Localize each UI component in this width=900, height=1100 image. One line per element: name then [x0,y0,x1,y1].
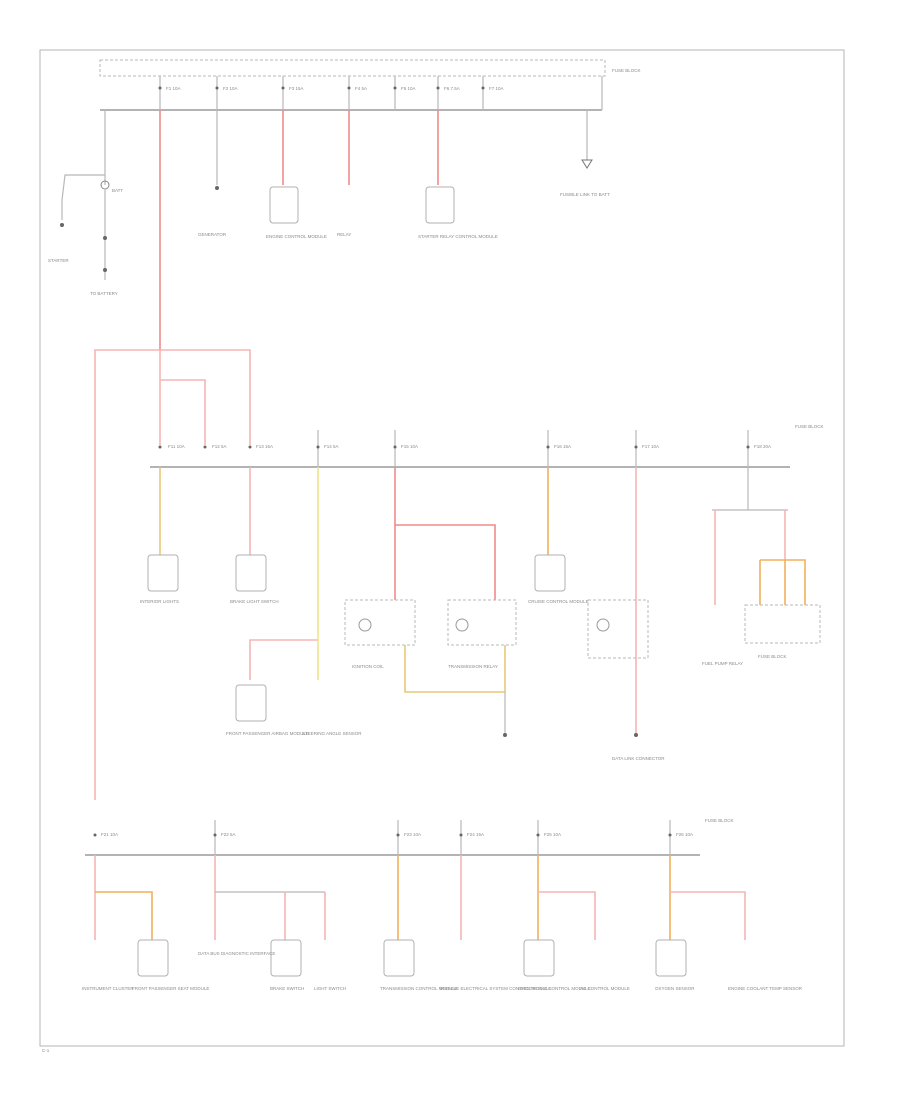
ecm-bottom-label: ELECTRONIC CONTROL MODULE [518,986,591,991]
generator-label: GENERATOR [198,232,227,237]
fuse-f18: F18 20A [746,430,771,467]
fuse-label: F18 20A [754,444,771,449]
fuse-f12: F12 5A [203,444,227,449]
fuse-label: F13 15A [256,444,273,449]
middle-fuse-block: FUSE BLOCK F11 10A F12 5A F13 15A F14 5A… [150,424,824,468]
cruise-control-label: CRUISE CONTROL MODULE [528,599,589,604]
relay-label: RELAY [337,232,351,237]
fuse-label: F11 10A [168,444,185,449]
brake-switch-label: BRAKE SWITCH [270,986,304,991]
data-bus-label: DATA BUS DIAGNOSTIC INTERFACE [198,951,275,956]
fuse-label: F15 10A [401,444,418,449]
fuse-block-label: FUSE BLOCK [795,424,824,429]
fuse-label: F25 10A [544,832,561,837]
fuse-label: F14 5A [324,444,339,449]
fuse-label: F16 15A [554,444,571,449]
fuse-f15: F15 10A [393,430,418,467]
fuel-pump-relay-label: FUEL PUMP RELAY [702,661,743,666]
fuse-block-label: FUSE BLOCK [705,818,734,823]
fuse-label: F12 5A [212,444,227,449]
oxygen-sensor-label: OXYGEN SENSOR [655,986,695,991]
fuse-label: F22 5A [221,832,236,837]
top-fuse-block: FUSE BLOCK F1 10A F2 10A F3 15A F4 5A F5… [99,59,641,111]
middle-loads: INTERIOR LIGHTS BRAKE LIGHT SWITCH FRONT… [140,467,821,761]
fuse-label: F17 10A [642,444,659,449]
fuse-f1: F1 10A [158,76,181,110]
fuse-label: F3 15A [289,86,304,91]
fuse-f2: F2 10A [215,76,238,110]
fuse-f16: F16 15A [546,430,571,467]
coolant-sensor-label: ENGINE COOLANT TEMP SENSOR [728,986,803,991]
fuse-label: F26 10A [676,832,693,837]
interior-lights-label: INTERIOR LIGHTS [140,599,179,604]
fuse-label: F23 10A [404,832,421,837]
ecm-label: ENGINE CONTROL MODULE [266,234,327,239]
fuse-f11: F11 10A [158,444,185,449]
fuse-f21: F21 10A [93,832,118,837]
fuse-label: F6 7.5A [444,86,460,91]
fuse-label: F5 10A [401,86,416,91]
fuse-f6: F6 7.5A [436,76,460,110]
fuse-f26: F26 10A [668,820,693,855]
starter-relay-label: STARTER RELAY CONTROL MODULE [418,234,498,239]
fuse-f3: F3 15A [281,76,304,110]
top-loads: GENERATOR ENGINE CONTROL MODULE RELAY ST… [159,110,610,350]
fuse-f23: F23 10A [396,820,421,855]
diagram-border [39,49,845,1047]
light-switch-label: LIGHT SWITCH [314,986,346,991]
bottom-loads: INSTRUMENT CLUSTER FRONT PASSENGER SEAT … [82,855,803,991]
fuse-f5: F5 10A [393,76,416,110]
middle-feeds [94,349,251,800]
fuse-f25: F25 10A [536,820,561,855]
battery-label: BATT [112,188,123,193]
to-battery-label: TO BATTERY [90,291,118,296]
transmission-relay-label: TRANSMISSION RELAY [448,664,498,669]
fuse-f13: F13 15A [248,444,273,449]
battery-circuit: BATT STARTER TO BATTERY [48,110,123,296]
fuse-label: F1 10A [166,86,181,91]
fuse-label: F4 5A [355,86,367,91]
data-link-label: DATA LINK CONNECTOR [612,756,665,761]
fuse-label: F7 10A [489,86,504,91]
starter-label: STARTER [48,258,69,263]
fuse-label: F21 10A [101,832,118,837]
ignition-coil-label: IGNITION COIL [352,664,384,669]
instrument-cluster-label: INSTRUMENT CLUSTER [82,986,134,991]
fuse-block-label: FUSE BLOCK [612,68,641,73]
fuse-f4: F4 5A [347,76,367,110]
tcm-label: TRANSMISSION CONTROL MODULE [380,986,458,991]
passenger-airbag-label: FRONT PASSENGER AIRBAG MODULE [226,731,309,736]
passenger-seat-label: FRONT PASSENGER SEAT MODULE [132,986,209,991]
brake-light-switch-label: BRAKE LIGHT SWITCH [230,599,279,604]
steering-angle-label: STEERING ANGLE SENSOR [302,731,362,736]
fuse-block-small-label: FUSE BLOCK [758,654,787,659]
footer-code: C-1 [42,1048,50,1053]
fuse-f17: F17 10A [634,430,659,467]
fuse-f14: F14 5A [316,430,339,467]
fuse-f7: F7 10A [481,76,504,110]
bottom-fuse-block: FUSE BLOCK F21 10A F22 5A F23 10A F24 15… [85,818,734,856]
vesc-label: VEHICLE ELECTRICAL SYSTEM CONTROL MODULE [440,986,551,991]
fuse-f22: F22 5A [213,820,236,855]
fuse-f24: F24 15A [459,820,484,855]
fusible-link-label: FUSIBLE LINK TO BATT [560,192,610,197]
fuse-label: F24 15A [467,832,484,837]
ac-control-label: AC CONTROL MODULE [580,986,630,991]
fuse-label: F2 10A [223,86,238,91]
